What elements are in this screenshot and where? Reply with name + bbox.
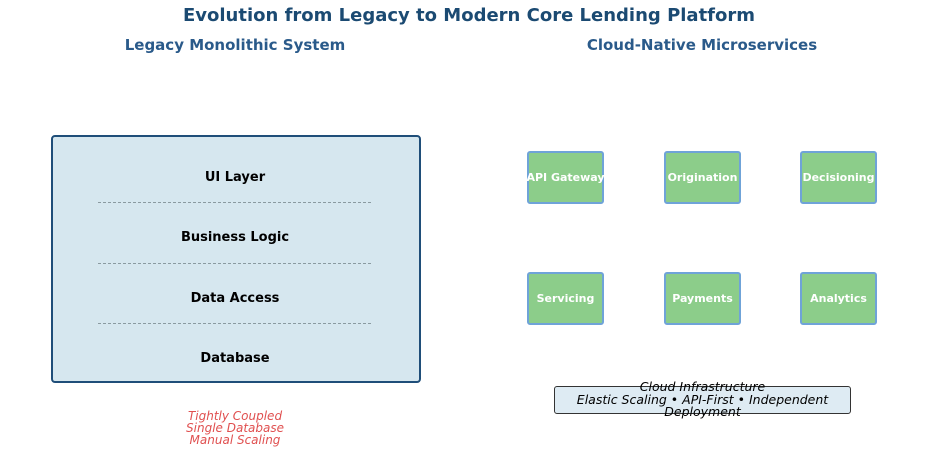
note: Manual Scaling [189, 433, 281, 447]
service-servicing: Servicing [527, 272, 604, 325]
service-api-gateway: API Gateway [526, 151, 605, 204]
layer-business-logic: Business Logic [180, 230, 290, 245]
layer-divider [98, 323, 371, 324]
cloud-infrastructure-box: Cloud Infrastructure Elastic Scaling • A… [554, 381, 851, 418]
layer-divider [98, 263, 371, 264]
layer-divider [98, 202, 371, 203]
note: Tightly Coupled [187, 409, 283, 423]
legacy-notes: Tightly Coupled Single Database Manual S… [186, 410, 284, 446]
service-origination: Origination [664, 151, 741, 204]
service-decisioning: Decisioning [800, 151, 877, 204]
layer-database: Database [200, 351, 270, 366]
service-analytics: Analytics [800, 272, 877, 325]
layer-ui: UI Layer [204, 170, 266, 185]
cloud-title: Cloud Infrastructure [639, 379, 766, 395]
diagram-title: Evolution from Legacy to Modern Core Len… [182, 5, 756, 26]
monolith-box [51, 135, 421, 383]
layer-data-access: Data Access [190, 291, 280, 306]
note: Single Database [186, 421, 284, 435]
modern-heading: Cloud-Native Microservices [586, 36, 818, 54]
legacy-heading: Legacy Monolithic System [124, 36, 346, 54]
cloud-features: Elastic Scaling • API-First • Independen… [576, 391, 829, 420]
service-payments: Payments [664, 272, 741, 325]
